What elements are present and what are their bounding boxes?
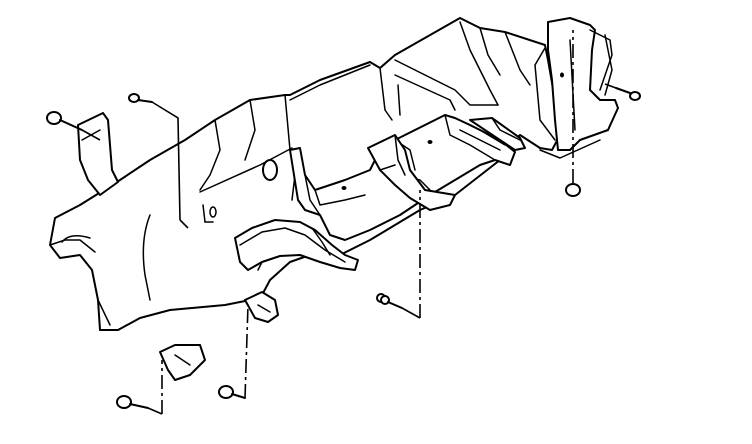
upper-left-screw: [128, 93, 189, 229]
right-box-bracket: [469, 117, 526, 151]
lower-clips: [159, 291, 279, 381]
left-flap-tab: [77, 112, 119, 196]
bottom-center-push-pin: [218, 304, 249, 399]
right-mounting-bracket: [539, 17, 619, 159]
center-lower-screw: [376, 190, 421, 319]
wheel-well-arch: [234, 219, 359, 271]
center-bracket: [367, 134, 456, 211]
panel-hole: [262, 159, 278, 181]
slot-markings: [202, 204, 217, 223]
bottom-left-push-pin: [116, 360, 163, 415]
upper-right-screw: [604, 83, 641, 101]
right-bracket-push-pin: [565, 30, 581, 197]
left-flange-fastener: [46, 111, 101, 141]
